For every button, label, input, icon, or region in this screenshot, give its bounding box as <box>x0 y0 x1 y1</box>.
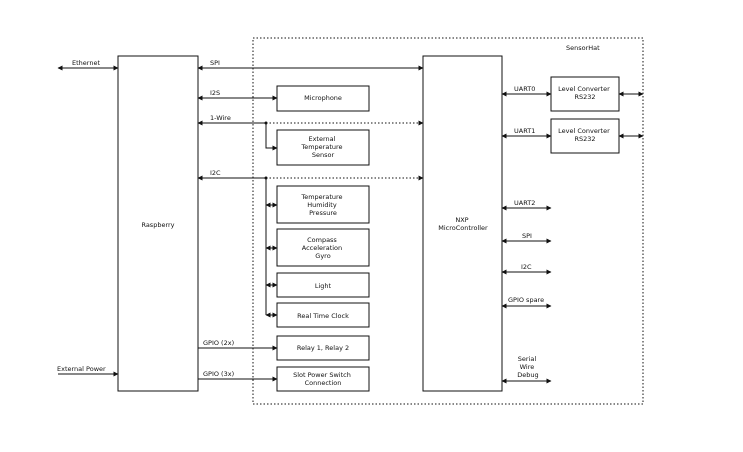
external-power-label: External Power <box>57 365 106 373</box>
light-box <box>276 272 370 298</box>
gpio-2x-label: GPIO (2x) <box>203 339 234 347</box>
mcu-i2c-label: I2C <box>521 263 532 271</box>
i2c-bus-label: I2C <box>210 169 221 177</box>
level-converter-1-label: Level Converter RS232 <box>558 85 612 101</box>
one-wire-bus-label: 1-Wire <box>210 114 231 122</box>
i2s-bus-label: I2S <box>210 89 220 97</box>
level-converter-2-label: Level Converter RS232 <box>558 127 612 143</box>
mcu-label: NXP MicroController <box>438 216 488 232</box>
mcu-box <box>422 55 503 392</box>
gpio-spare-label: GPIO spare <box>508 296 544 304</box>
uart0-label: UART0 <box>514 85 535 93</box>
microphone-box <box>276 85 370 112</box>
raspberry-label: Raspberry <box>141 221 174 229</box>
compass-box <box>276 228 370 267</box>
light-label: Light <box>315 282 332 290</box>
sensorhat-title: SensorHat <box>566 44 600 52</box>
temp-hum-box <box>276 185 370 224</box>
level-converter-1-box <box>550 76 620 112</box>
temp-hum-label: Temperature Humidity Pressure <box>300 193 344 217</box>
uart2-label: UART2 <box>514 199 535 207</box>
relay-label: Relay 1, Relay 2 <box>297 344 349 352</box>
raspberry-box <box>117 55 199 392</box>
one-wire-drop <box>265 123 278 151</box>
spi-bus-label: SPI <box>210 59 220 67</box>
ext-temp-box <box>276 129 370 166</box>
mcu-spi-label: SPI <box>522 232 532 240</box>
microphone-label: Microphone <box>304 94 342 102</box>
relay-box <box>276 335 370 361</box>
rtc-label: Real Time Clock <box>297 312 349 320</box>
ext-temp-label: External Temperature Sensor <box>300 135 344 159</box>
ethernet-label: Ethernet <box>72 59 100 67</box>
rtc-box <box>276 302 370 328</box>
uart1-label: UART1 <box>514 127 535 135</box>
slot-power-label: Slot Power Switch Connection <box>293 371 353 387</box>
compass-label: Compass Acceleration Gyro <box>302 236 344 260</box>
gpio-3x-label: GPIO (3x) <box>203 370 234 378</box>
swd-label: Serial Wire Debug <box>517 355 538 379</box>
slot-power-box <box>276 366 370 392</box>
